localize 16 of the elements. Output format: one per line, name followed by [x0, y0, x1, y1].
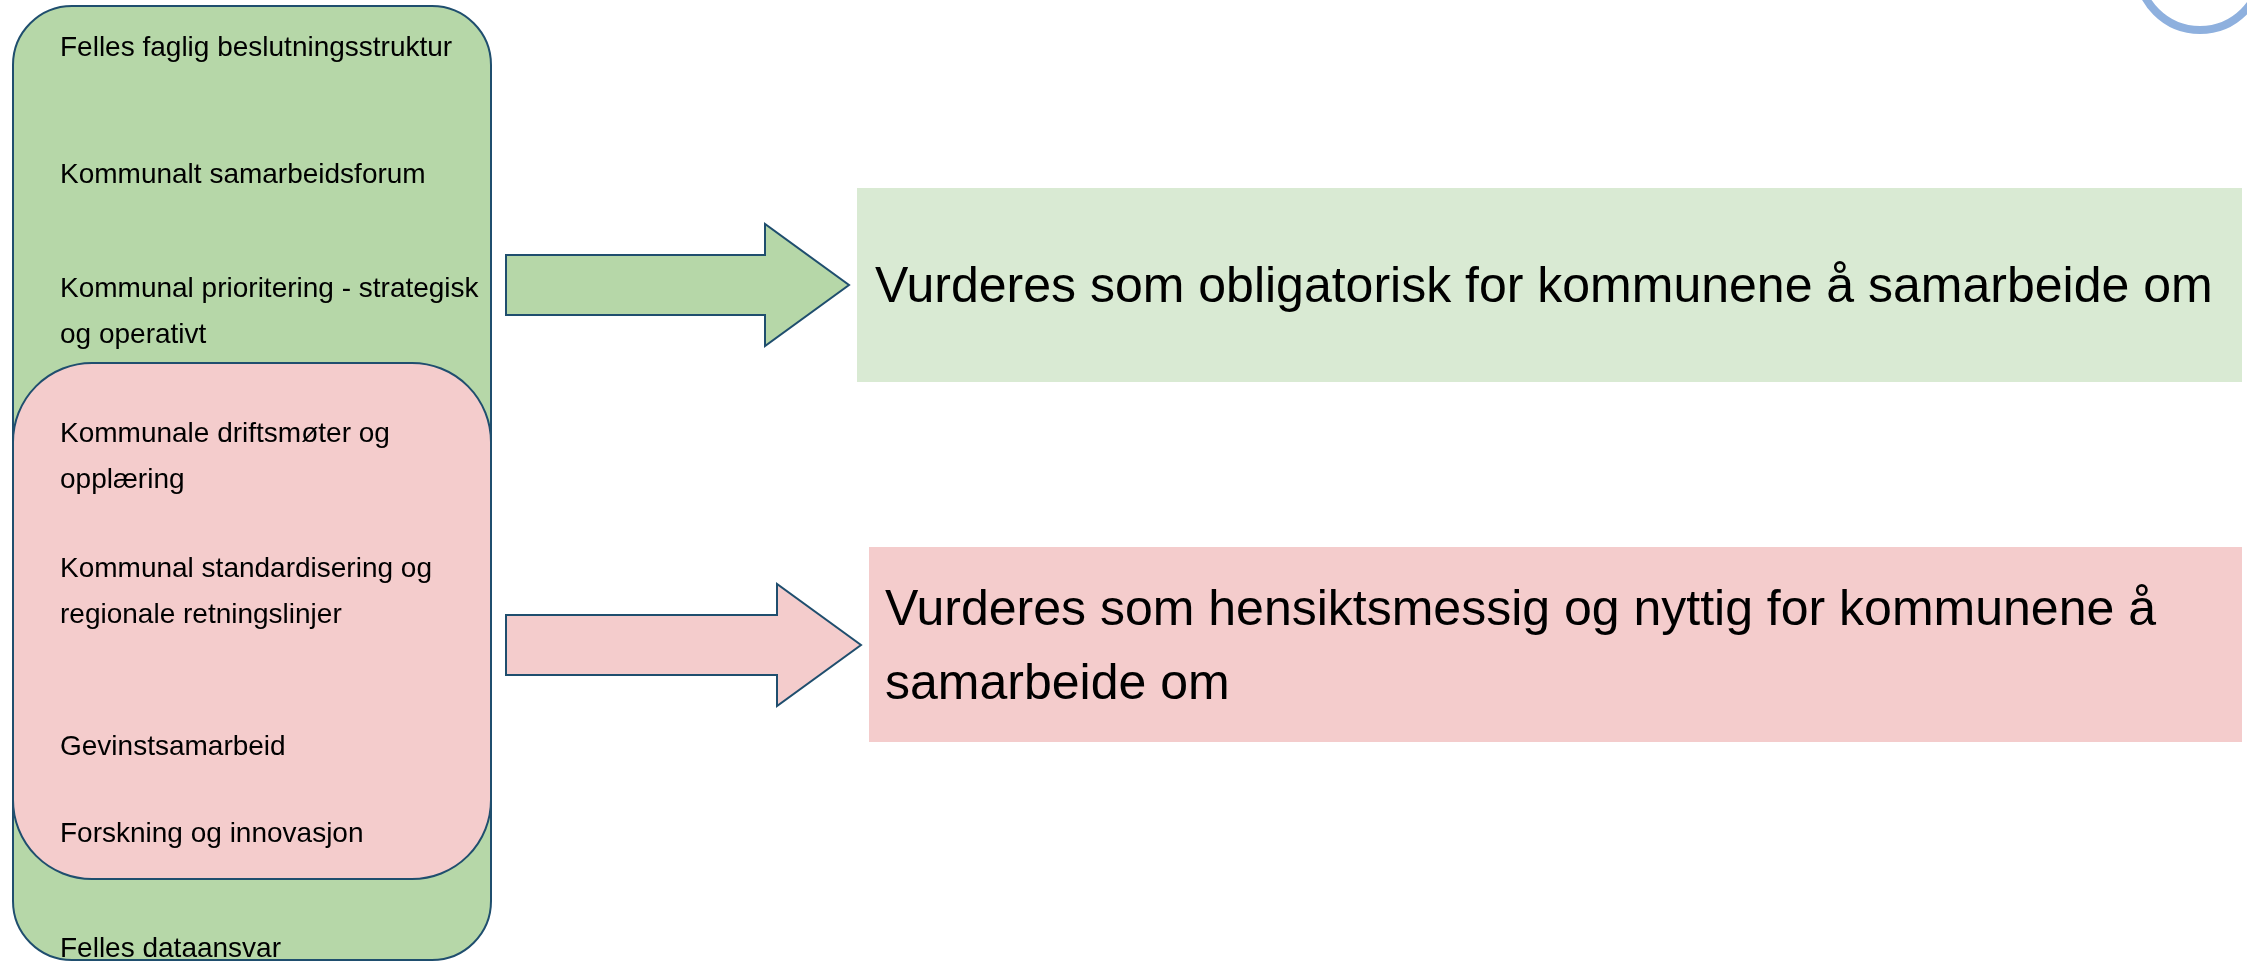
item-text: Kommunal prioritering - strategisk og operativt — [60, 271, 480, 351]
item-text: Kommunalt samarbeidsforum — [60, 157, 427, 191]
group-box — [12, 5, 492, 961]
item-text: Kommunal standardisering og regionale retningslinjer — [60, 551, 433, 631]
item-text: Felles dataansvar — [60, 931, 282, 964]
statement-text: Vurderes som obligatorisk for kommunene å samarbeide om — [875, 256, 2213, 315]
block-arrow — [505, 582, 863, 708]
statement-text: Vurderes som hensiktsmessig og nyttig for kommunene å samarbeide om — [885, 578, 2157, 712]
block-arrow — [505, 222, 851, 348]
item-text: Felles faglig beslutningsstruktur — [60, 30, 454, 64]
item-text: Gevinstsamarbeid — [60, 729, 287, 763]
item-text: Forskning og innovasjon — [60, 816, 365, 850]
statement-box — [869, 547, 2242, 742]
item-text: Kommunale driftsmøter og opplæring — [60, 416, 391, 496]
group-box — [12, 362, 492, 880]
statement-box — [857, 188, 2242, 382]
